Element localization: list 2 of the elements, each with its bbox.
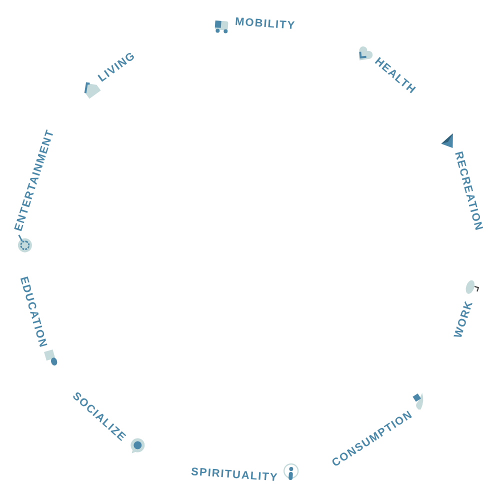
category-label: MOBILITY [234, 16, 296, 34]
category-label: SPIRITUALITY [190, 466, 278, 485]
